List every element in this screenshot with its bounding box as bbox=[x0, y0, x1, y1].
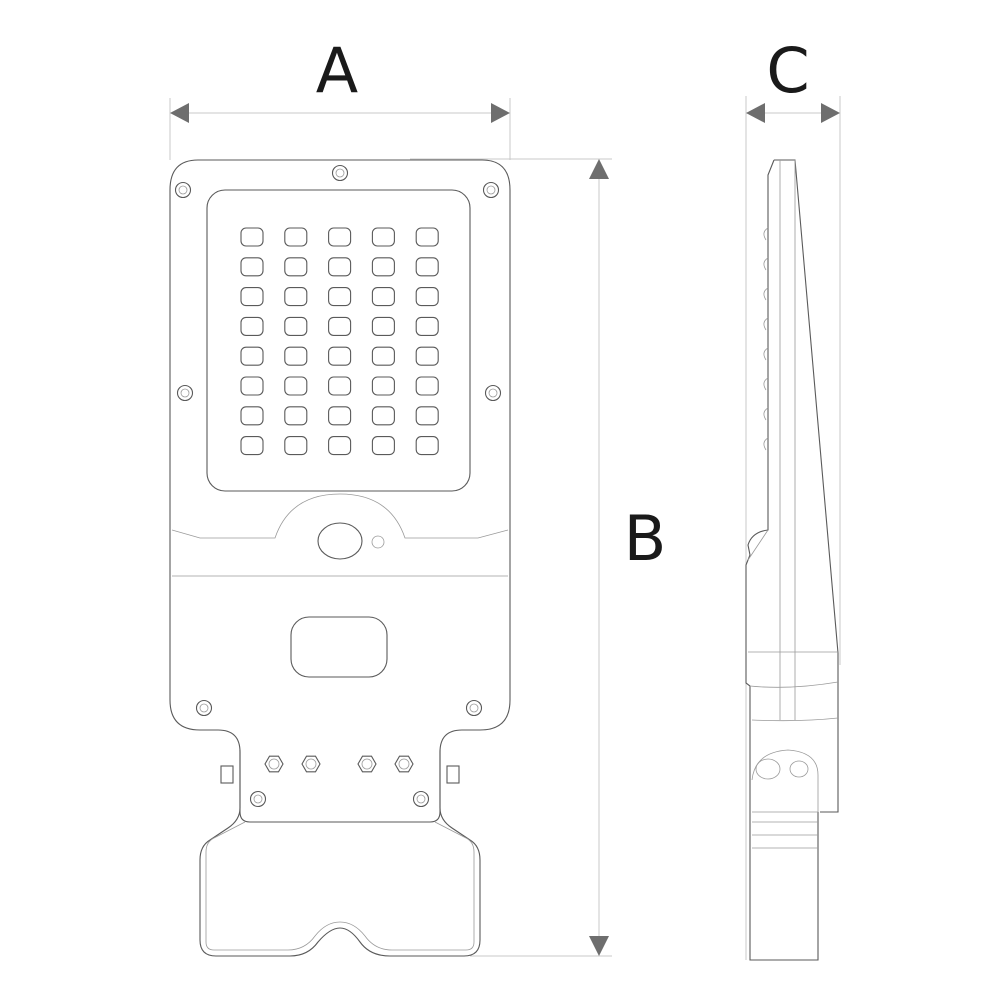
screw-icon bbox=[331, 164, 349, 182]
led-chip bbox=[328, 287, 352, 307]
side-tab-left bbox=[220, 765, 234, 784]
seam-line bbox=[751, 717, 839, 722]
screw-icon bbox=[176, 384, 194, 402]
led-chip bbox=[328, 346, 352, 366]
led-chip bbox=[240, 376, 264, 396]
arrow-right-icon bbox=[821, 103, 840, 123]
led-chip bbox=[371, 287, 395, 307]
sensor-lens bbox=[317, 522, 363, 560]
led-chip bbox=[240, 406, 264, 426]
led-chip bbox=[415, 346, 439, 366]
dimension-label-a: A bbox=[316, 34, 358, 107]
hex-nut-icon bbox=[755, 758, 781, 780]
sensor-housing bbox=[171, 493, 509, 539]
led-chip bbox=[371, 406, 395, 426]
led-chip bbox=[328, 436, 352, 456]
side-view bbox=[745, 159, 839, 961]
hex-nut-icon bbox=[301, 755, 321, 773]
led-chip bbox=[415, 227, 439, 247]
led-chip bbox=[328, 227, 352, 247]
arrow-right-icon bbox=[491, 103, 510, 123]
screw-icon bbox=[249, 790, 267, 808]
led-chip bbox=[240, 257, 264, 277]
dimension-b: B bbox=[410, 158, 667, 957]
led-chip bbox=[415, 406, 439, 426]
hex-nut-icon bbox=[789, 760, 809, 778]
led-chip bbox=[371, 227, 395, 247]
led-chip bbox=[240, 227, 264, 247]
led-chip bbox=[328, 257, 352, 277]
led-chip bbox=[371, 376, 395, 396]
led-chip bbox=[328, 406, 352, 426]
bracket-side bbox=[751, 749, 819, 812]
led-chip bbox=[240, 436, 264, 456]
led-chip bbox=[415, 316, 439, 336]
housing-outline bbox=[169, 159, 511, 957]
arrow-down-icon bbox=[589, 936, 609, 956]
dimension-label-c: C bbox=[766, 34, 809, 107]
hex-nut-icon bbox=[394, 755, 414, 773]
led-lens-profile bbox=[763, 227, 769, 451]
screw-icon bbox=[465, 699, 483, 717]
arrow-left-icon bbox=[746, 103, 765, 123]
arrow-up-icon bbox=[589, 159, 609, 179]
led-chip bbox=[328, 376, 352, 396]
label-plate bbox=[290, 616, 388, 678]
led-chip bbox=[240, 316, 264, 336]
led-chip bbox=[371, 316, 395, 336]
mounting-bracket bbox=[239, 750, 441, 823]
led-chip bbox=[371, 257, 395, 277]
led-chip bbox=[284, 436, 308, 456]
screw-icon bbox=[484, 384, 502, 402]
led-chip bbox=[284, 346, 308, 366]
led-chip bbox=[328, 316, 352, 336]
led-chip bbox=[284, 376, 308, 396]
led-chip bbox=[284, 316, 308, 336]
screw-icon bbox=[195, 699, 213, 717]
dimension-label-b: B bbox=[624, 502, 667, 575]
nuts bbox=[264, 755, 414, 773]
screw-icon bbox=[412, 790, 430, 808]
led-grid bbox=[240, 227, 439, 456]
arrow-left-icon bbox=[170, 103, 189, 123]
screw-icon bbox=[174, 181, 192, 199]
led-chip bbox=[240, 346, 264, 366]
led-chip bbox=[415, 257, 439, 277]
hex-nut-icon bbox=[357, 755, 377, 773]
hex-nut-icon bbox=[264, 755, 284, 773]
led-chip bbox=[240, 287, 264, 307]
led-panel bbox=[206, 189, 471, 492]
led-chip bbox=[415, 287, 439, 307]
led-chip bbox=[371, 346, 395, 366]
led-chip bbox=[371, 436, 395, 456]
dimension-a: A bbox=[169, 34, 511, 160]
side-outline bbox=[745, 159, 839, 961]
dimension-c: C bbox=[745, 34, 841, 960]
indicator-dot bbox=[371, 535, 385, 549]
mounting-arm bbox=[205, 821, 475, 951]
screws bbox=[174, 164, 502, 808]
led-chip bbox=[415, 376, 439, 396]
front-view bbox=[169, 159, 511, 957]
led-chip bbox=[284, 406, 308, 426]
led-chip bbox=[284, 287, 308, 307]
led-chip bbox=[415, 436, 439, 456]
led-chip bbox=[284, 227, 308, 247]
sensor-profile bbox=[747, 529, 769, 561]
led-chip bbox=[284, 257, 308, 277]
seam-line bbox=[749, 681, 839, 688]
side-tab-right bbox=[446, 765, 460, 784]
screw-icon bbox=[482, 181, 500, 199]
